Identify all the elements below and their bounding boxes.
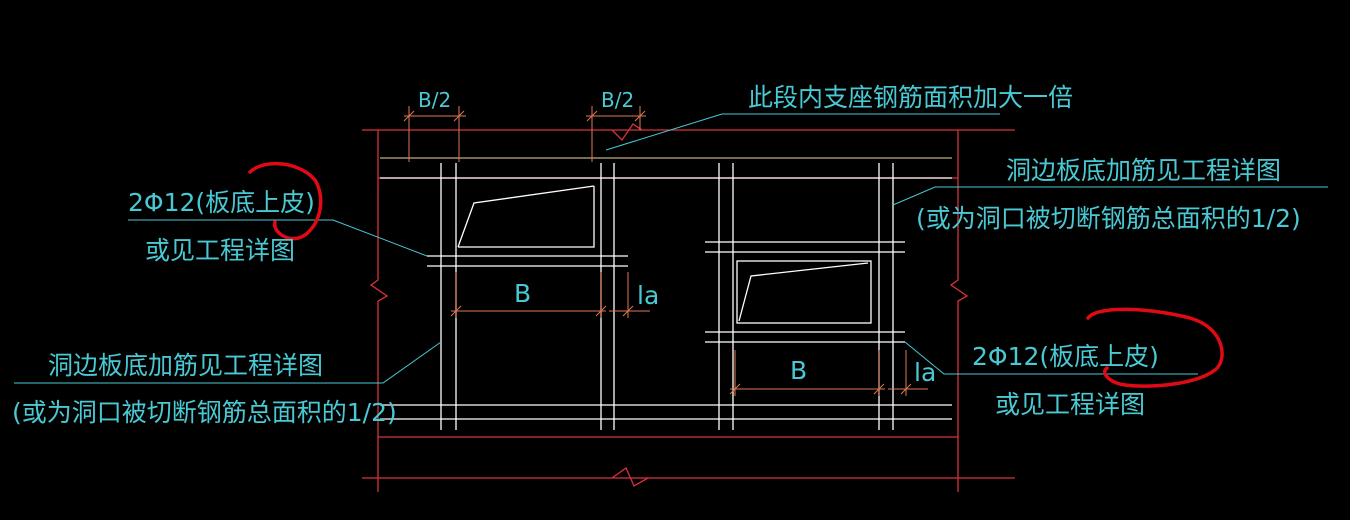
highlight-circle-right	[1086, 307, 1224, 388]
dim-b2-right-label: B/2	[601, 88, 635, 112]
leader-hole-edge-left	[14, 341, 442, 384]
right-opening-rect	[736, 260, 872, 324]
dim-b-right-tick1	[729, 383, 741, 395]
dim-la-right-tick	[900, 383, 912, 395]
dim-b-left-tick2	[595, 305, 607, 317]
highlight-circle-left	[248, 161, 323, 241]
highlight-marks	[248, 161, 1224, 388]
leader-support-note	[605, 113, 1000, 151]
leader-rebar-left	[128, 219, 428, 257]
dim-la-left-label: la	[637, 281, 660, 310]
right-break-line	[949, 130, 969, 492]
hole-edge-note-left-line2: (或为洞口被切断钢筋总面积的1/2)	[12, 398, 397, 427]
dim-b2-right-tick1	[586, 110, 598, 122]
right-opening-diagonal	[738, 262, 869, 322]
dim-la-right-label: la	[914, 358, 937, 387]
leader-hole-edge-right	[892, 186, 1328, 206]
dim-b-left-label: B	[514, 279, 532, 308]
dim-b2-left-label: B/2	[418, 88, 452, 112]
rebar-left-line1: 2Φ12(板底上皮)	[128, 188, 315, 217]
left-opening-outline	[458, 186, 595, 248]
dimension-lines	[403, 106, 928, 396]
leader-lines	[14, 113, 1328, 384]
top-break-mark	[611, 123, 643, 142]
slab-boundary	[362, 123, 1015, 492]
leader-rebar-right	[904, 341, 1198, 375]
bottom-break-mark	[611, 467, 649, 487]
rebar-lines	[380, 163, 952, 430]
dim-b2-right-tick2	[634, 110, 646, 122]
rebar-left-line2: 或见工程详图	[145, 236, 296, 265]
left-break-line	[369, 130, 389, 492]
hole-edge-note-right-line1: 洞边板底加筋见工程详图	[1006, 156, 1282, 185]
dim-b-left-tick1	[450, 305, 462, 317]
dim-b-right-tick2	[873, 383, 885, 395]
dim-la-left-tick	[622, 305, 634, 317]
dim-b2-left-tick2	[453, 110, 465, 122]
hole-edge-note-right-line2: (或为洞口被切断钢筋总面积的1/2)	[916, 204, 1301, 233]
dim-b-right-label: B	[790, 356, 808, 385]
dim-b2-left-tick1	[403, 110, 415, 122]
rebar-right-line1: 2Φ12(板底上皮)	[972, 342, 1159, 371]
hole-edge-note-left-line1: 洞边板底加筋见工程详图	[48, 351, 324, 380]
left-opening-diagonal	[457, 185, 595, 248]
rebar-right-line2: 或见工程详图	[995, 390, 1146, 419]
support-note-label: 此段内支座钢筋面积加大一倍	[748, 83, 1074, 112]
